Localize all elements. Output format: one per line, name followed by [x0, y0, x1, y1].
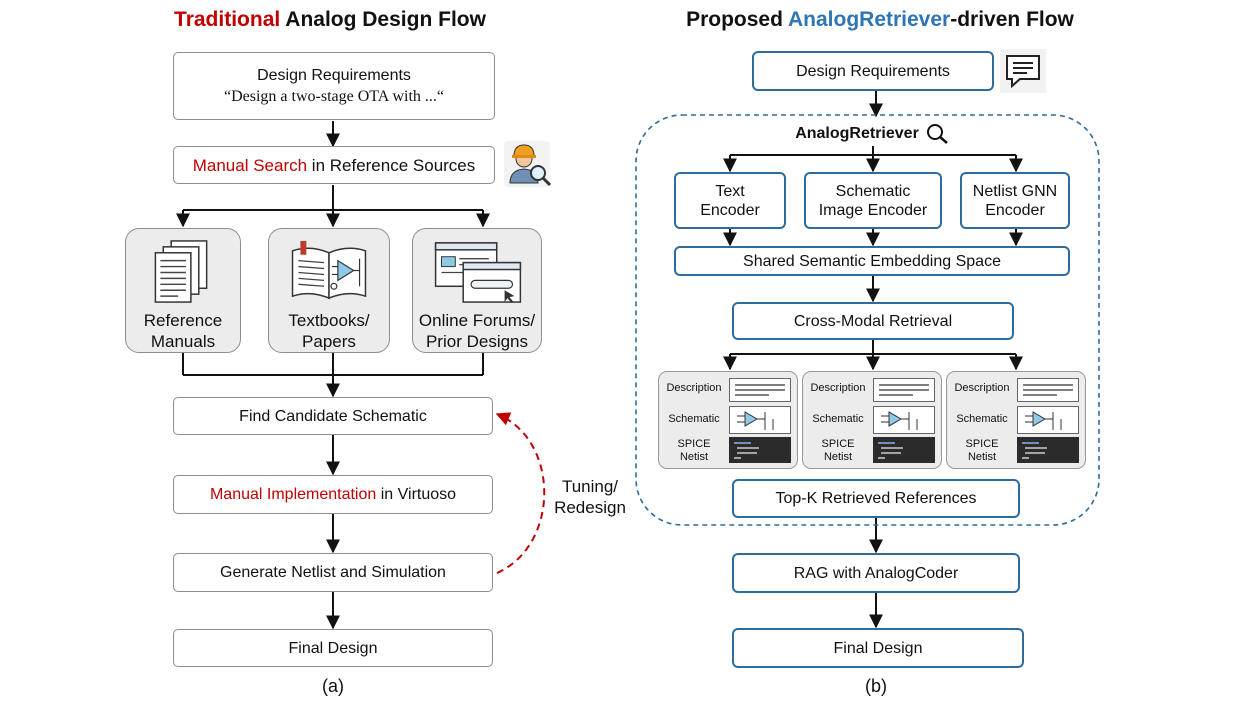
design-requirements-quote: “Design a two-stage OTA with ...“ [224, 88, 444, 105]
gnn-encoder-label: Netlist GNN Encoder [972, 182, 1058, 219]
open-book-icon [291, 240, 367, 300]
cross-modal-retrieval-box: Cross-Modal Retrieval [732, 302, 1014, 340]
right-title-pre: Proposed [686, 8, 788, 31]
source-textbooks-papers: Textbooks/ Papers [268, 228, 390, 353]
right-design-requirements-box: Design Requirements [752, 51, 994, 91]
engineer-icon [500, 137, 554, 191]
left-final-design-label: Final Design [288, 639, 378, 657]
right-title-post: -driven Flow [950, 8, 1074, 31]
right-final-design-box: Final Design [732, 628, 1024, 668]
tuning-loop-arrow [495, 412, 546, 574]
caption-a: (a) [322, 676, 344, 696]
text-lines-icon [873, 378, 935, 402]
left-title-rest: Analog Design Flow [280, 8, 486, 31]
card-spice-label: SPICE Netist [821, 438, 855, 463]
code-block-icon [873, 437, 935, 463]
schematic-thumbnail-icon [873, 406, 935, 434]
reference-card: Description Schematic SPICE Netist [802, 371, 942, 469]
source-online-forums: Online Forums/ Prior Designs [412, 228, 542, 353]
retriever-container [635, 114, 1100, 526]
retriever-header: AnalogRetriever [773, 122, 973, 146]
manual-implementation-rest: in Virtuoso [376, 486, 457, 503]
text-encoder-label: Text Encoder [700, 182, 760, 219]
reference-card: Description Schematic SPICE Netist [658, 371, 798, 469]
caption-b: (b) [865, 676, 887, 696]
card-spice-label: SPICE Netist [677, 438, 711, 463]
image-encoder-box: Schematic Image Encoder [804, 172, 942, 229]
right-final-design-label: Final Design [833, 639, 923, 657]
embedding-space-label: Shared Semantic Embedding Space [743, 252, 1001, 270]
source-reference-manuals: Reference Manuals [125, 228, 241, 353]
image-encoder-label: Schematic Image Encoder [818, 182, 928, 219]
reference-card: Description Schematic SPICE Netist [946, 371, 1086, 469]
text-encoder-box: Text Encoder [674, 172, 786, 229]
card-description-label: Description [810, 382, 866, 394]
embedding-space-box: Shared Semantic Embedding Space [674, 246, 1070, 276]
card-description-label: Description [954, 382, 1010, 394]
code-block-icon [729, 437, 791, 463]
manual-search-rest: in Reference Sources [307, 155, 476, 175]
design-requirements-title: Design Requirements [257, 67, 411, 84]
source-label: Online Forums/ Prior Designs [418, 311, 536, 351]
tuning-redesign-label: Tuning/ Redesign [554, 477, 626, 517]
top-k-references-box: Top-K Retrieved References [732, 479, 1020, 518]
card-schematic-label: Schematic [668, 413, 720, 425]
generate-netlist-label: Generate Netlist and Simulation [220, 564, 446, 581]
manual-implementation-box: Manual Implementation in Virtuoso [173, 475, 493, 514]
manual-search-box: Manual Search in Reference Sources [173, 146, 495, 184]
search-icon [926, 124, 948, 144]
right-title: Proposed AnalogRetriever-driven Flow [650, 8, 1110, 32]
left-title-highlight: Traditional [174, 8, 281, 31]
source-label: Textbooks/ Papers [288, 311, 370, 351]
top-k-references-label: Top-K Retrieved References [775, 490, 977, 507]
card-spice-label: SPICE Netist [965, 438, 999, 463]
text-lines-icon [729, 378, 791, 402]
generate-netlist-box: Generate Netlist and Simulation [173, 553, 493, 592]
gnn-encoder-box: Netlist GNN Encoder [960, 172, 1070, 229]
browser-windows-icon [434, 242, 522, 304]
retriever-title: AnalogRetriever [795, 125, 919, 142]
right-design-requirements-label: Design Requirements [796, 62, 950, 80]
rag-analogcoder-label: RAG with AnalogCoder [793, 564, 959, 582]
left-final-design-box: Final Design [173, 629, 493, 667]
right-title-highlight: AnalogRetriever [788, 8, 951, 31]
manual-implementation-highlight: Manual Implementation [209, 486, 377, 503]
card-description-label: Description [666, 382, 722, 394]
code-block-icon [1017, 437, 1079, 463]
manual-search-highlight: Manual Search [192, 155, 308, 175]
schematic-thumbnail-icon [1017, 406, 1079, 434]
find-candidate-label: Find Candidate Schematic [239, 407, 427, 425]
source-label: Reference Manuals [143, 311, 223, 351]
design-requirements-box: Design Requirements “Design a two-stage … [173, 52, 495, 120]
find-candidate-box: Find Candidate Schematic [173, 397, 493, 435]
text-lines-icon [1017, 378, 1079, 402]
chat-message-icon [1000, 49, 1046, 93]
left-title: Traditional Analog Design Flow [120, 8, 540, 32]
schematic-thumbnail-icon [729, 406, 791, 434]
card-schematic-label: Schematic [956, 413, 1008, 425]
cross-modal-retrieval-label: Cross-Modal Retrieval [793, 312, 953, 330]
documents-icon [154, 240, 208, 303]
card-schematic-label: Schematic [812, 413, 864, 425]
rag-analogcoder-box: RAG with AnalogCoder [732, 553, 1020, 593]
